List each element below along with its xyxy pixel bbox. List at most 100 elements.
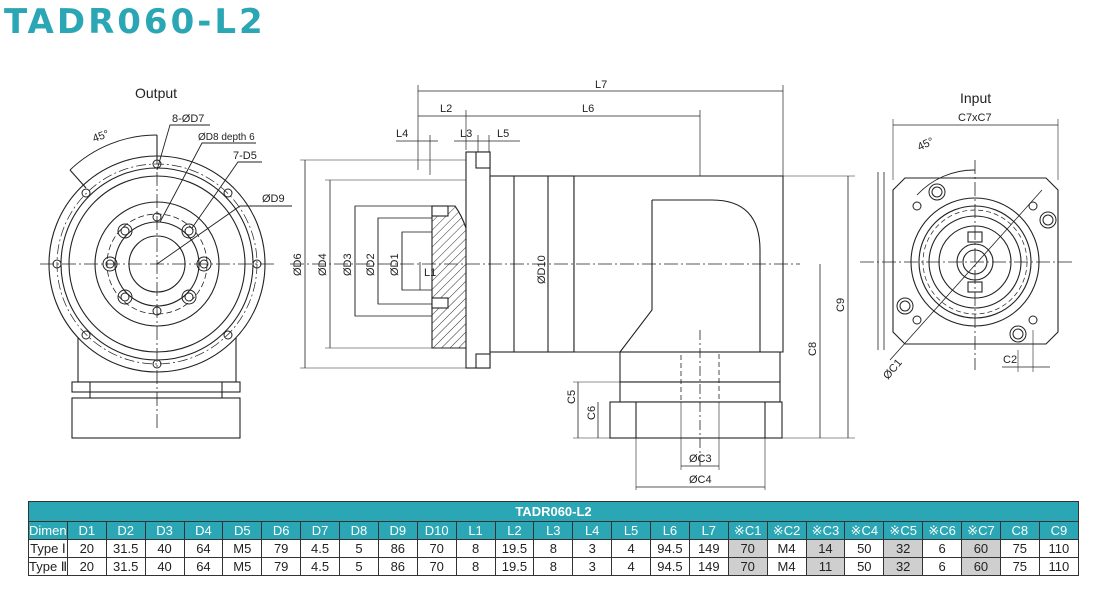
table-cell: 4 [611, 557, 651, 576]
d5-callout: 7-D5 [233, 150, 257, 162]
table-cell: 70 [727, 557, 768, 576]
table-cell: 8 [533, 539, 574, 558]
table-header-cell: ※C1 [727, 521, 768, 540]
table-header-cell: L6 [650, 521, 690, 540]
table-header-cell: L1 [455, 521, 496, 540]
table-cell: 110 [1038, 539, 1080, 558]
side-view: L7 L2 L6 L4 L3 L5 [290, 79, 855, 490]
table-cell: 79 [261, 539, 302, 558]
c4-label: ØC4 [689, 474, 712, 486]
c5-label: C5 [566, 390, 578, 404]
table-cell: M4 [766, 539, 807, 558]
d4-label: ØD4 [317, 253, 329, 276]
d1-label: ØD1 [389, 253, 401, 276]
side-flange [465, 151, 491, 369]
table-header-cell: ※C5 [883, 521, 924, 540]
c9-label: C9 [835, 298, 847, 312]
table-cell: 3 [572, 539, 613, 558]
table-cell: 70 [416, 539, 457, 558]
table-header-cell: D7 [300, 521, 340, 540]
table-header-cell: D1 [66, 521, 107, 540]
input-view: Input C7xC7 ØC1 45° [860, 90, 1075, 382]
c6-label: C6 [586, 406, 598, 420]
l7-label: L7 [595, 79, 607, 91]
table-cell: 40 [144, 539, 185, 558]
table-header-cell: D3 [144, 521, 185, 540]
d2-label: ØD2 [365, 253, 377, 276]
table-header-cell: ※C3 [805, 521, 846, 540]
d3-label: ØD3 [342, 253, 354, 276]
table-cell: 8 [455, 539, 496, 558]
table-cell: 86 [377, 557, 418, 576]
table-cell: 60 [961, 557, 1001, 576]
table-cell: 20 [66, 539, 107, 558]
table-caption: TADR060-L2 [28, 501, 1079, 522]
table-cell: 4.5 [300, 557, 340, 576]
d10-label: ØD10 [536, 255, 548, 284]
output-view: Output [40, 85, 292, 439]
table-header-cell: L7 [688, 521, 729, 540]
table-cell: 75 [999, 557, 1040, 576]
table-cell: 40 [144, 557, 185, 576]
table-cell: 64 [183, 539, 224, 558]
d9-callout: ØD9 [262, 193, 285, 205]
table-cell: 31.5 [105, 539, 146, 558]
table-cell: 19.5 [494, 557, 535, 576]
table-cell: 32 [883, 539, 924, 558]
table-header-cell: D4 [183, 521, 224, 540]
input-angle-label: 45° [916, 136, 936, 154]
table-cell: 94.5 [650, 557, 690, 576]
table-header-cell: ※C4 [844, 521, 885, 540]
table-header-cell: L3 [533, 521, 574, 540]
table-cell: 50 [844, 557, 885, 576]
table-cell: 32 [883, 557, 924, 576]
table-header-cell: D6 [261, 521, 302, 540]
table-cell: M5 [222, 557, 263, 576]
input-square-flange [892, 177, 1059, 345]
input-corner-holes [896, 183, 1057, 343]
table-cell: 6 [922, 539, 962, 558]
l6-label: L6 [582, 103, 594, 115]
l3-label: L3 [460, 128, 472, 140]
c7-label: C7xC7 [958, 112, 992, 124]
d6-label: ØD6 [292, 253, 304, 276]
table-cell: 19.5 [494, 539, 535, 558]
table-cell: 60 [961, 539, 1001, 558]
table-header-cell: D5 [222, 521, 263, 540]
input-plate [609, 401, 783, 439]
table-cell: 79 [261, 557, 302, 576]
page-title: TADR060-L2 [4, 2, 266, 42]
depth-callout: ØD8 depth 6 [198, 132, 255, 143]
table-cell: 5 [339, 539, 379, 558]
table-cell: 31.5 [105, 557, 146, 576]
output-motor-block [71, 397, 241, 439]
table-cell: 110 [1038, 557, 1080, 576]
output-angle-label: 45° [91, 128, 111, 145]
table-cell: Type Ⅱ [28, 557, 68, 576]
table-cell: M5 [222, 539, 263, 558]
input-view-label: Input [960, 90, 991, 106]
table-header-cell: L2 [494, 521, 535, 540]
table-header-cell: Dimension [28, 521, 68, 540]
table-header-cell: C9 [1038, 521, 1080, 540]
holes-callout: 8-ØD7 [172, 113, 204, 125]
table-cell: M4 [766, 557, 807, 576]
dimension-table: TADR060-L2 DimensionD1D2D3D4D5D6D7D8D9D1… [28, 501, 1080, 576]
elbow-housing [573, 175, 784, 353]
table-cell: 6 [922, 557, 962, 576]
table-header-row: DimensionD1D2D3D4D5D6D7D8D9D10L1L2L3L4L5… [28, 521, 1080, 540]
table-cell: 149 [688, 557, 729, 576]
table-header-cell: ※C7 [961, 521, 1001, 540]
table-header-cell: ※C2 [766, 521, 807, 540]
table-cell: 149 [688, 539, 729, 558]
c8-label: C8 [807, 342, 819, 356]
table-header-cell: ※C6 [922, 521, 962, 540]
l2-label: L2 [440, 103, 452, 115]
technical-drawing: Output [40, 79, 1075, 490]
c2-label: C2 [1003, 354, 1017, 366]
table-header-cell: D8 [339, 521, 379, 540]
table-cell: 94.5 [650, 539, 690, 558]
l1-label: L1 [424, 267, 436, 279]
